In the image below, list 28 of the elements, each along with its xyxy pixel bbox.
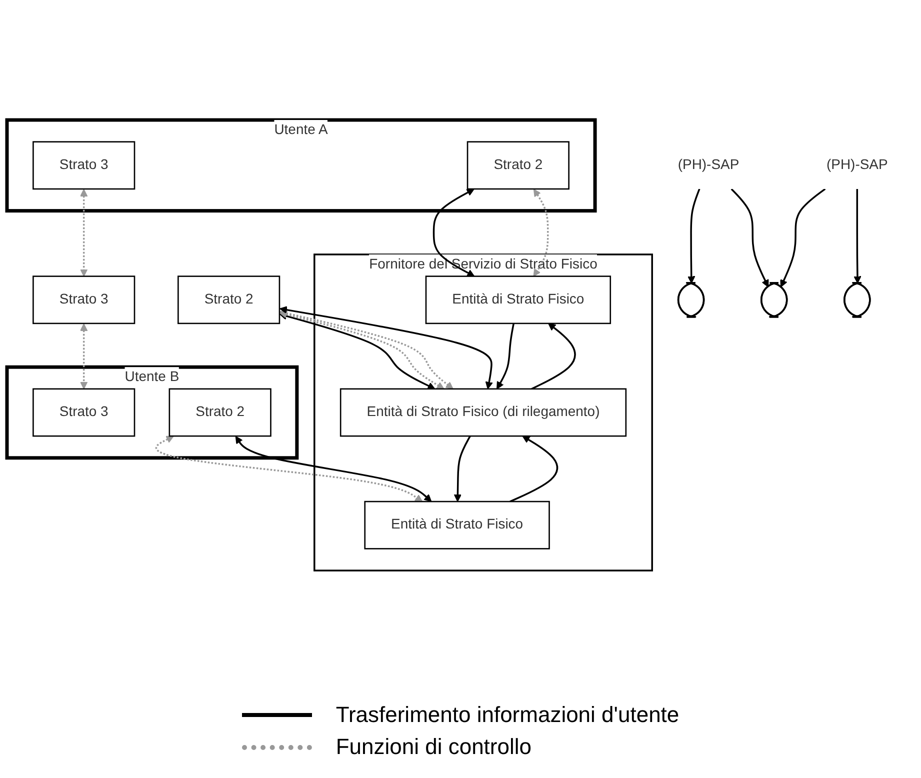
- arrow: [432, 188, 475, 276]
- node-text: (PH)-SAP: [826, 157, 888, 172]
- arrow: [510, 435, 558, 502]
- arrow: [531, 322, 576, 390]
- node-box: Strato 3: [32, 140, 136, 190]
- node-text: (PH)-SAP: [678, 157, 740, 172]
- node-box: Entità di Strato Fisico (di rilegamento): [340, 388, 627, 436]
- arrow: [80, 188, 88, 276]
- node-box: Strato 2: [466, 140, 570, 190]
- legend-label: Trasferimento informazioni d'utente: [336, 702, 680, 728]
- arrow: [235, 436, 432, 502]
- node-box: Strato 2: [178, 275, 280, 324]
- arrow: [454, 435, 471, 502]
- node-box: Entità di Strato Fisico: [425, 275, 612, 324]
- arrow: [156, 436, 423, 502]
- arrow: [780, 188, 826, 288]
- node-box: Strato 3: [32, 388, 136, 436]
- arrow: [496, 323, 514, 389]
- node-box: Strato 3: [32, 275, 136, 324]
- legend-label: Funzioni di controllo: [336, 734, 532, 760]
- arrow: [730, 188, 769, 288]
- node-box: Entità di Strato Fisico: [364, 500, 550, 550]
- arrow: [80, 323, 88, 389]
- node-box: Strato 2: [168, 388, 272, 436]
- arrow: [688, 188, 700, 284]
- arrow: [279, 306, 493, 389]
- arrow: [854, 188, 862, 284]
- arrow: [533, 188, 549, 276]
